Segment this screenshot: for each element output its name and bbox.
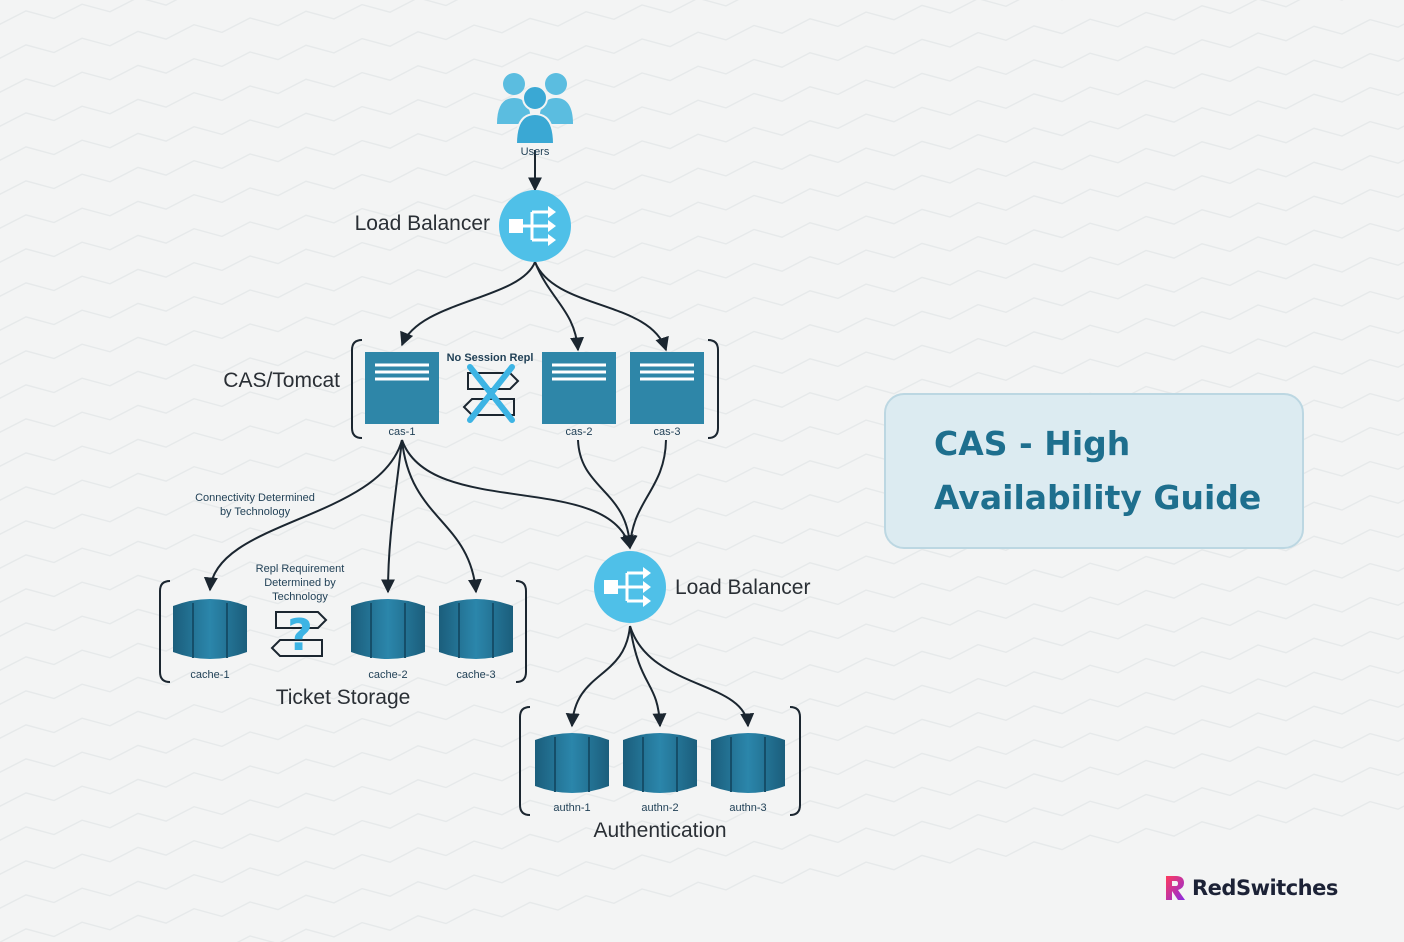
title-card: CAS - High Availability Guide bbox=[884, 393, 1304, 549]
cas-group-bracket-left bbox=[351, 339, 363, 439]
cache-db-3 bbox=[439, 599, 513, 659]
ticket-storage-bracket-right bbox=[515, 580, 527, 683]
background-zigzag-line bbox=[0, 18, 1404, 195]
authentication-bracket-left bbox=[519, 706, 531, 816]
authn-node-label-3: authn-3 bbox=[729, 802, 766, 814]
title-line-2: Availability Guide bbox=[934, 478, 1262, 517]
background-zigzag-line bbox=[0, 154, 1404, 331]
background-zigzag-line bbox=[0, 562, 1404, 739]
background-zigzag-line bbox=[0, 596, 1404, 773]
edge-cas1-authlb bbox=[401, 439, 634, 550]
no-session-repl-label: No Session Repl bbox=[447, 352, 534, 364]
repl-note-line2: Determined by bbox=[264, 577, 336, 589]
cas-server-2 bbox=[542, 352, 616, 424]
background-zigzag-line bbox=[0, 188, 1404, 365]
background-zigzag-line bbox=[0, 86, 1404, 263]
edge-authlb-authn1 bbox=[565, 625, 631, 728]
background-zigzag-line bbox=[193, 800, 1404, 942]
cas-server-1 bbox=[365, 352, 439, 424]
background-zigzag-line bbox=[0, 528, 1404, 705]
background-zigzag-line bbox=[0, 52, 1404, 229]
edge-authlb-authn2 bbox=[629, 625, 667, 728]
authn-db-3 bbox=[711, 733, 785, 793]
title-line-1: CAS - High bbox=[934, 424, 1131, 463]
svg-text:?: ? bbox=[287, 610, 313, 661]
background-zigzag-line bbox=[0, 120, 1404, 297]
connectors bbox=[203, 150, 755, 728]
edge-cas1-cache2 bbox=[381, 439, 403, 594]
background-zigzag-line bbox=[0, 0, 740, 93]
authentication-bracket-right bbox=[789, 706, 801, 816]
cas-group-bracket-right bbox=[707, 339, 719, 439]
auth-load-balancer-icon bbox=[594, 551, 666, 623]
edge-cas2-authlb bbox=[577, 439, 637, 550]
background-zigzag-line bbox=[0, 290, 1404, 467]
background-zigzag-line bbox=[0, 0, 1344, 161]
authn-node-label-1: authn-1 bbox=[553, 802, 590, 814]
authn-node-label-2: authn-2 bbox=[641, 802, 678, 814]
connectivity-note-line2: by Technology bbox=[220, 506, 291, 518]
authn-db-1 bbox=[535, 733, 609, 793]
cas-group-label: CAS/Tomcat bbox=[223, 369, 340, 392]
users-label: Users bbox=[521, 146, 550, 158]
edge-lb-cas1 bbox=[400, 261, 536, 347]
background-zigzag-line bbox=[0, 0, 1063, 127]
cas-node-label-2: cas-2 bbox=[566, 426, 593, 438]
edge-lb-cas3 bbox=[534, 261, 669, 352]
edge-lb-cas2 bbox=[534, 261, 585, 352]
background-zigzag-line bbox=[0, 324, 1404, 501]
background-zigzag-line bbox=[0, 630, 1404, 807]
background-zigzag-line bbox=[0, 256, 1404, 433]
edge-authlb-authn3 bbox=[629, 625, 755, 728]
repl-note-line3: Technology bbox=[272, 591, 328, 603]
uncertain-replication-icon: ? bbox=[270, 610, 328, 661]
cache-node-label-3: cache-3 bbox=[456, 669, 495, 681]
users-icon bbox=[497, 73, 573, 145]
cache-node-label-2: cache-2 bbox=[368, 669, 407, 681]
brand-logo: RedSwitches bbox=[1164, 871, 1338, 905]
cache-node-label-1: cache-1 bbox=[190, 669, 229, 681]
top-lb-label: Load Balancer bbox=[355, 212, 490, 235]
ticket-storage-label: Ticket Storage bbox=[276, 686, 411, 709]
connectivity-note-line1: Connectivity Determined bbox=[195, 492, 315, 504]
background-zigzag-line bbox=[0, 0, 459, 59]
edge-cas1-cache3 bbox=[401, 439, 482, 594]
background-zigzag-line bbox=[0, 222, 1404, 399]
redswitches-logo-icon bbox=[1166, 876, 1185, 900]
cache-db-2 bbox=[351, 599, 425, 659]
edge-cas3-authlb bbox=[623, 439, 667, 550]
edge-cas1-cache1 bbox=[203, 439, 403, 592]
load-balancer-icon bbox=[499, 190, 571, 262]
background-zigzag-line bbox=[0, 732, 1404, 909]
auth-lb-label: Load Balancer bbox=[675, 576, 810, 599]
ticket-storage-bracket-left bbox=[159, 580, 171, 683]
no-replication-icon bbox=[462, 364, 520, 423]
repl-note-line1: Repl Requirement bbox=[256, 563, 345, 575]
brand-name: RedSwitches bbox=[1192, 876, 1338, 900]
authentication-label: Authentication bbox=[593, 819, 726, 842]
background-zigzag-line bbox=[0, 358, 1404, 535]
background-zigzag-line bbox=[0, 766, 1404, 942]
cas-node-label-3: cas-3 bbox=[654, 426, 681, 438]
cache-db-1 bbox=[173, 599, 247, 659]
cas-node-label-1: cas-1 bbox=[389, 426, 416, 438]
cas-server-3 bbox=[630, 352, 704, 424]
authn-db-2 bbox=[623, 733, 697, 793]
